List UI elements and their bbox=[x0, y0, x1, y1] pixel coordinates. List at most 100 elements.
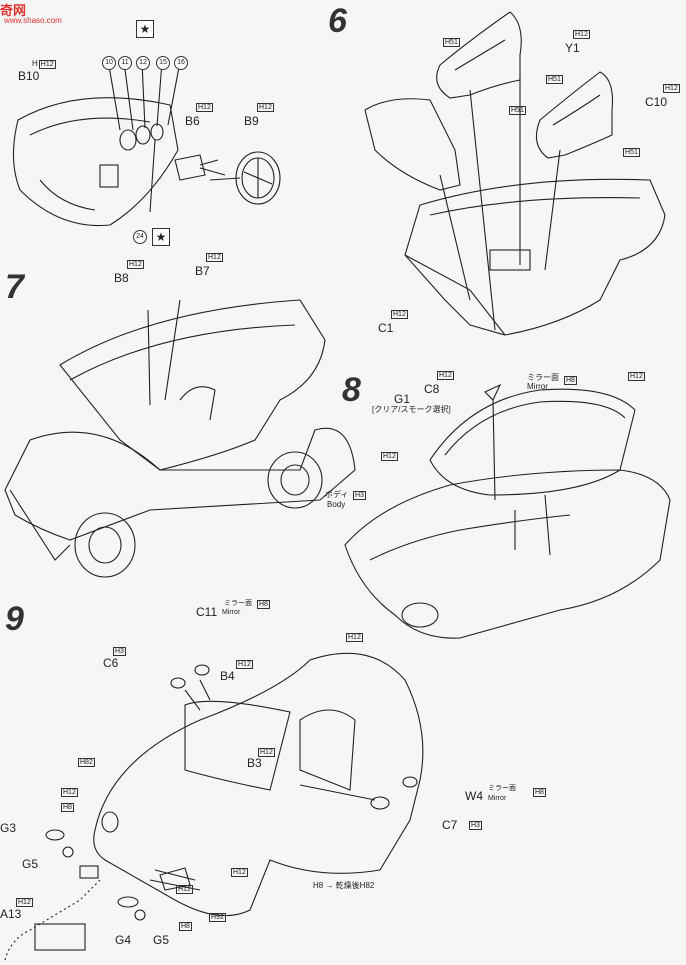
color-code: H12 bbox=[381, 452, 398, 461]
color-h12-rear: H12 bbox=[345, 633, 363, 642]
part-c6-label: C6 bbox=[103, 656, 119, 670]
color-code: H3 bbox=[469, 821, 482, 830]
mirror-c8-drawing bbox=[484, 383, 502, 401]
canopy-g1-drawing bbox=[429, 388, 636, 496]
lens-g3-drawing bbox=[45, 829, 65, 841]
part-b9-label: B9 bbox=[244, 114, 259, 128]
color-code: H51 bbox=[443, 38, 460, 47]
mirror-c6-drawing bbox=[170, 677, 186, 689]
part-b3-label: B3 bbox=[247, 756, 262, 770]
color-code: H51 bbox=[509, 106, 526, 115]
color-code: H8 bbox=[533, 788, 546, 797]
part-w4-label: W4 bbox=[465, 789, 483, 803]
mirror-note-c8-en: Mirror bbox=[527, 382, 548, 391]
color-code: H8 bbox=[257, 600, 270, 609]
color-h12-canopy: H12 bbox=[627, 372, 645, 381]
part-g5b-label: G5 bbox=[153, 933, 170, 947]
mirror-note-w4-en: Mirror bbox=[488, 795, 507, 802]
color-code: H3 bbox=[113, 647, 126, 656]
dashboard-drawing bbox=[12, 97, 179, 227]
body-step8-drawing bbox=[344, 469, 671, 639]
color-h12-rear-light: H12 bbox=[175, 885, 193, 894]
color-code: H12 bbox=[61, 788, 78, 797]
color-code: H12 bbox=[628, 372, 645, 381]
color-h12-c1: H12 bbox=[390, 310, 408, 319]
lens-g5b-drawing bbox=[134, 909, 146, 921]
color-h51-y1b: H51 bbox=[508, 106, 526, 115]
mirror-note-c11: ミラー面 bbox=[224, 600, 252, 607]
chassis-drawing bbox=[4, 299, 356, 578]
color-code: H12 bbox=[38, 60, 56, 69]
color-h8-c11: H8 bbox=[256, 600, 270, 609]
part-c1-label: C1 bbox=[378, 321, 394, 335]
steering-wheel-drawing bbox=[235, 151, 281, 205]
watermark-title: 奇网 bbox=[0, 3, 27, 18]
color-code: H82 bbox=[78, 758, 95, 767]
color-code: H12 bbox=[437, 371, 454, 380]
color-h3-c7: H3 bbox=[468, 821, 482, 830]
color-h3-c6: H3 bbox=[112, 647, 126, 656]
color-h8-rear: H8 bbox=[178, 922, 192, 931]
color-h12-front: H12 bbox=[60, 788, 78, 797]
tub-c1-drawing bbox=[404, 178, 666, 336]
color-h8-c8: H8 bbox=[563, 376, 577, 385]
color-code: H12 bbox=[236, 660, 253, 669]
column-drawing bbox=[174, 154, 219, 181]
color-code: H8 bbox=[564, 376, 577, 385]
color-code: H8 bbox=[179, 922, 192, 931]
color-h12-c8: H12 bbox=[436, 371, 454, 380]
color-h92-rear: H92 bbox=[208, 913, 226, 922]
color-h12-side: H12 bbox=[230, 868, 248, 877]
lens-g5a-drawing bbox=[62, 846, 74, 858]
color-h12-c10: H12 bbox=[662, 84, 680, 93]
part-g5a-label: G5 bbox=[22, 857, 39, 871]
color-code: H8 bbox=[61, 803, 74, 812]
color-h82-front: H82 bbox=[77, 758, 95, 767]
color-code: H12 bbox=[196, 103, 213, 112]
color-h12-b4: H12 bbox=[235, 660, 253, 669]
part-g3-label: G3 bbox=[0, 821, 17, 835]
mirror-c7-drawing bbox=[370, 796, 390, 810]
seat-c10-drawing bbox=[535, 71, 614, 159]
color-code: H12 bbox=[206, 253, 223, 262]
callout-10: 10 bbox=[102, 56, 116, 70]
car-body-step9-drawing bbox=[93, 652, 424, 917]
color-code: H12 bbox=[127, 260, 144, 269]
dotted-leader bbox=[4, 879, 101, 961]
color-h12-b8: H12 bbox=[126, 260, 144, 269]
step-number-9: 9 bbox=[5, 600, 24, 638]
part-c7-label: C7 bbox=[442, 818, 458, 832]
color-h51-c10b: H51 bbox=[622, 148, 640, 157]
color-code: H12 bbox=[663, 84, 680, 93]
color-code: H12 bbox=[391, 310, 408, 319]
callout-16: 16 bbox=[174, 56, 188, 70]
color-h12-glass: H12 bbox=[380, 452, 398, 461]
color-h51-y1a: H51 bbox=[442, 38, 460, 47]
mirror-note-c8: ミラー面 bbox=[527, 373, 559, 382]
part-b6-label: B6 bbox=[185, 114, 200, 128]
part-g4-label: G4 bbox=[115, 933, 132, 947]
color-code: H51 bbox=[546, 75, 563, 84]
color-code: H12 bbox=[231, 868, 248, 877]
part-c11-label: C11 bbox=[196, 605, 218, 619]
part-b7-label: B7 bbox=[195, 264, 210, 278]
body-note-jp: ボディ bbox=[325, 490, 349, 499]
lens-g4-drawing bbox=[117, 896, 139, 908]
callout-15: 15 bbox=[156, 56, 170, 70]
color-h12-b6: H12 bbox=[195, 103, 213, 112]
part-y1-label: Y1 bbox=[565, 41, 580, 55]
color-code: H3 bbox=[353, 491, 366, 500]
color-h12-y1: H12 bbox=[572, 30, 590, 39]
step-number-6: 6 bbox=[328, 2, 347, 40]
callout-11: 11 bbox=[118, 56, 132, 70]
color-h12-a13: H12 bbox=[15, 898, 33, 907]
mirror-w4-drawing bbox=[402, 776, 418, 788]
part-c10-label: C10 bbox=[645, 95, 668, 109]
part-a13-label: A13 bbox=[0, 907, 22, 921]
seat-y1-drawing bbox=[436, 11, 522, 99]
part-c8-label: C8 bbox=[424, 382, 440, 396]
body-note-en: Body bbox=[327, 500, 346, 509]
part-b10-label: B10 bbox=[18, 69, 40, 83]
watermark-url: www.shaso.com bbox=[4, 16, 62, 25]
color-h12-b9: H12 bbox=[256, 103, 274, 112]
